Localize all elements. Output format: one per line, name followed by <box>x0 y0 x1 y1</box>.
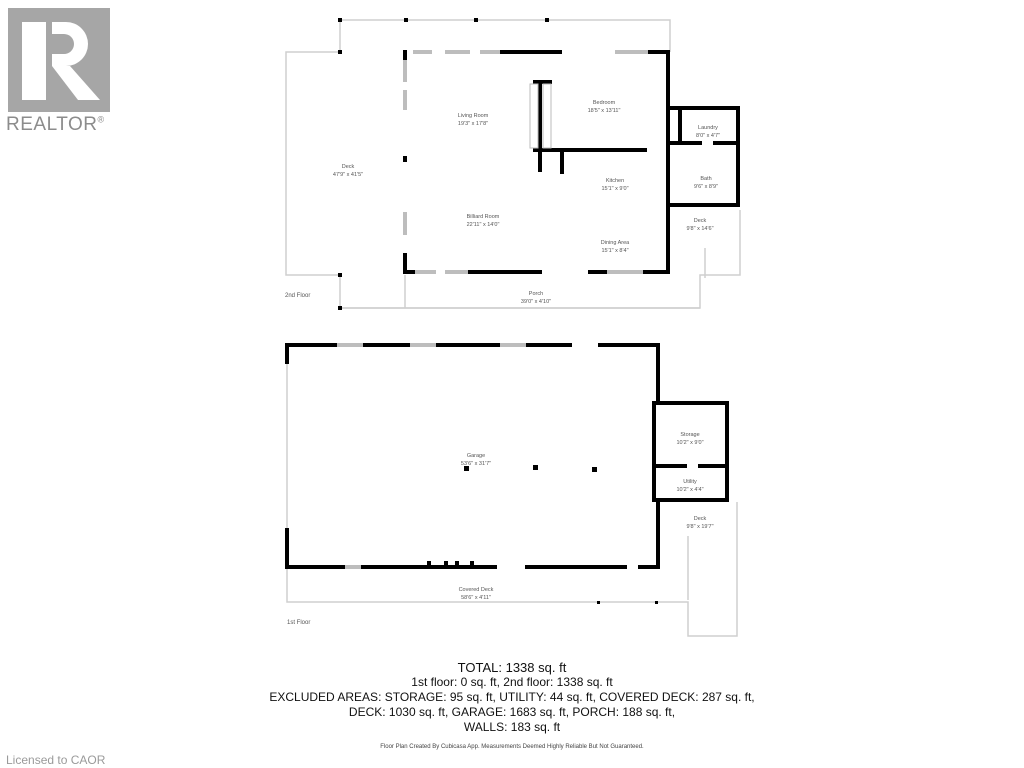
floor-label-2nd: 2nd Floor <box>285 293 311 299</box>
floor-label-1st: 1st Floor <box>287 620 311 626</box>
license-text: Licensed to CAOR <box>6 753 106 767</box>
realtor-logo-text: REALTOR® <box>6 114 105 135</box>
total-area: TOTAL: 1338 sq. ft <box>457 660 567 675</box>
logo-r-inner <box>52 34 74 54</box>
realtor-logo <box>8 8 110 112</box>
excluded-areas-line1: EXCLUDED AREAS: STORAGE: 95 sq. ft, UTIL… <box>269 690 755 704</box>
excluded-areas-line2: DECK: 1030 sq. ft, GARAGE: 1683 sq. ft, … <box>348 705 676 719</box>
logo-r-stem <box>22 22 46 100</box>
logo-r-leg-icon <box>52 66 100 100</box>
excluded-areas-line3: WALLS: 183 sq. ft <box>463 720 561 734</box>
disclaimer: Floor Plan Created By Cubicasa App. Meas… <box>380 744 644 750</box>
floors-area-line: 1st floor: 0 sq. ft, 2nd floor: 1338 sq.… <box>411 675 613 689</box>
